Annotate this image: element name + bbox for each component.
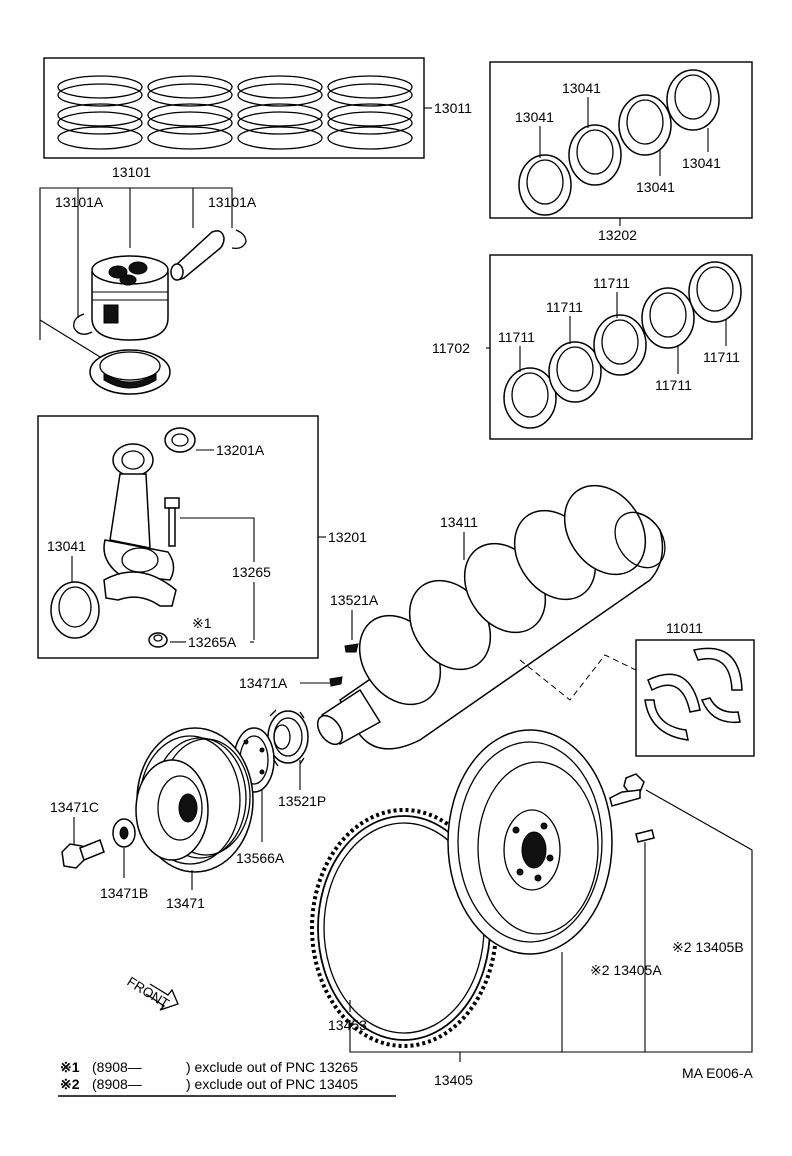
bearing-shell bbox=[503, 367, 557, 429]
label-13471c: 13471C bbox=[50, 799, 99, 815]
woodruff-key bbox=[344, 643, 359, 653]
label-11711-d: 11711 bbox=[655, 377, 692, 393]
footnote-1-mark: ※1 bbox=[60, 1059, 80, 1075]
bearing-shell bbox=[618, 94, 672, 156]
label-13453: 13453 bbox=[328, 1017, 367, 1033]
crank-pulley: 13471 bbox=[135, 727, 254, 911]
label-13011: 13011 bbox=[434, 100, 472, 116]
connecting-rod-group: 13201 13201A 13265 bbox=[37, 415, 367, 659]
label-13521p: 13521P bbox=[278, 793, 326, 809]
thrust-washer bbox=[647, 673, 701, 713]
footnotes: ※1 (8908— ) exclude out of PNC 13265 ※2 … bbox=[58, 1059, 396, 1097]
crank-timing-gear: 13521P bbox=[267, 709, 326, 809]
crank-webs bbox=[358, 484, 666, 706]
crank-bearing-group: 13041 13041 13041 13041 13202 bbox=[489, 61, 753, 243]
label-13405b: ※2 13405B bbox=[672, 939, 744, 955]
snap-ring-right bbox=[231, 229, 247, 250]
label-13101a-right: 13101A bbox=[208, 194, 257, 210]
main-bearing-group: 11702 11711 11711 11711 11711 11711 bbox=[432, 254, 753, 440]
footnote-2-mark: ※2 bbox=[60, 1076, 80, 1092]
thrust-washer-group: 11011 bbox=[635, 620, 755, 757]
figure-code: MA E006-A bbox=[682, 1065, 753, 1081]
label-13566a: 13566A bbox=[236, 850, 285, 866]
oil-pump-drive-plate: 13566A bbox=[233, 727, 285, 866]
label-13265: 13265 bbox=[232, 564, 271, 580]
footnote-1-date: (8908— bbox=[92, 1059, 142, 1075]
label-13041-rod: 13041 bbox=[47, 538, 86, 554]
piston bbox=[91, 255, 169, 341]
label-11702: 11702 bbox=[432, 340, 470, 356]
rod-bolt bbox=[164, 497, 180, 547]
mark-1: ※1 bbox=[192, 615, 212, 631]
rod-bushing bbox=[164, 427, 196, 453]
piston-ring-set bbox=[57, 75, 143, 150]
label-13041-tr: 13041 bbox=[562, 80, 601, 96]
pulley-washer bbox=[112, 818, 136, 848]
label-13201: 13201 bbox=[328, 529, 367, 545]
label-11711-c: 11711 bbox=[593, 275, 630, 291]
label-13101: 13101 bbox=[112, 164, 151, 180]
thrust-washer bbox=[692, 647, 743, 691]
label-13471b: 13471B bbox=[100, 885, 148, 901]
label-13041-bm: 13041 bbox=[636, 179, 675, 195]
rod-bearing bbox=[50, 581, 100, 639]
piston-rings-group: 13011 bbox=[43, 57, 472, 159]
bearing-shell bbox=[688, 261, 742, 323]
label-13201a: 13201A bbox=[216, 442, 265, 458]
label-13521a: 13521A bbox=[330, 592, 379, 608]
label-11711-b: 11711 bbox=[546, 299, 583, 315]
front-arrow: FRONT bbox=[124, 974, 179, 1011]
label-13405a: ※2 13405A bbox=[590, 962, 662, 978]
label-13471a: 13471A bbox=[239, 675, 288, 691]
snap-ring-left bbox=[73, 313, 93, 335]
label-11011: 11011 bbox=[666, 620, 703, 636]
bearing-shell bbox=[641, 287, 695, 349]
pulley-bolt bbox=[61, 839, 105, 869]
piston-pin bbox=[170, 230, 225, 281]
piston-ring-set bbox=[147, 75, 233, 150]
label-13405: 13405 bbox=[434, 1072, 473, 1088]
connecting-rod bbox=[103, 443, 175, 581]
label-11711-e: 11711 bbox=[703, 349, 740, 365]
bearing-shell bbox=[666, 69, 720, 131]
crankshaft: 13411 13521A 13471A bbox=[239, 484, 666, 750]
flywheel-bolt bbox=[609, 773, 645, 807]
flywheel bbox=[447, 729, 613, 955]
footnote-2-date: (8908— bbox=[92, 1076, 142, 1092]
rod-cap bbox=[103, 571, 177, 607]
label-13411: 13411 bbox=[440, 514, 478, 530]
label-13041-tl: 13041 bbox=[515, 109, 554, 125]
piston-ring-set bbox=[237, 75, 323, 150]
bearing-shell bbox=[593, 314, 647, 376]
bearing-shell bbox=[518, 154, 572, 216]
pulley-key bbox=[329, 676, 343, 687]
label-11711-a: 11711 bbox=[498, 329, 535, 345]
thrust-link bbox=[519, 654, 641, 701]
rod-nut bbox=[148, 632, 168, 648]
footnote-2-text: ) exclude out of PNC 13405 bbox=[186, 1076, 358, 1092]
label-13471: 13471 bbox=[166, 895, 205, 911]
label-13265a: 13265A bbox=[188, 634, 237, 650]
thrust-washer bbox=[700, 697, 741, 724]
flywheel-dowel bbox=[635, 829, 655, 843]
bearing-shell bbox=[548, 341, 602, 403]
label-13202: 13202 bbox=[598, 227, 637, 243]
piston-group: 13101 13101A 13101A bbox=[39, 164, 257, 395]
label-13041-rb: 13041 bbox=[682, 155, 721, 171]
thrust-washer bbox=[644, 699, 689, 741]
label-13101a-left: 13101A bbox=[55, 194, 104, 210]
piston-ring-set bbox=[327, 75, 413, 150]
footnote-1-text: ) exclude out of PNC 13265 bbox=[186, 1059, 358, 1075]
bearing-shell bbox=[568, 124, 622, 186]
piston-lower bbox=[89, 349, 171, 395]
